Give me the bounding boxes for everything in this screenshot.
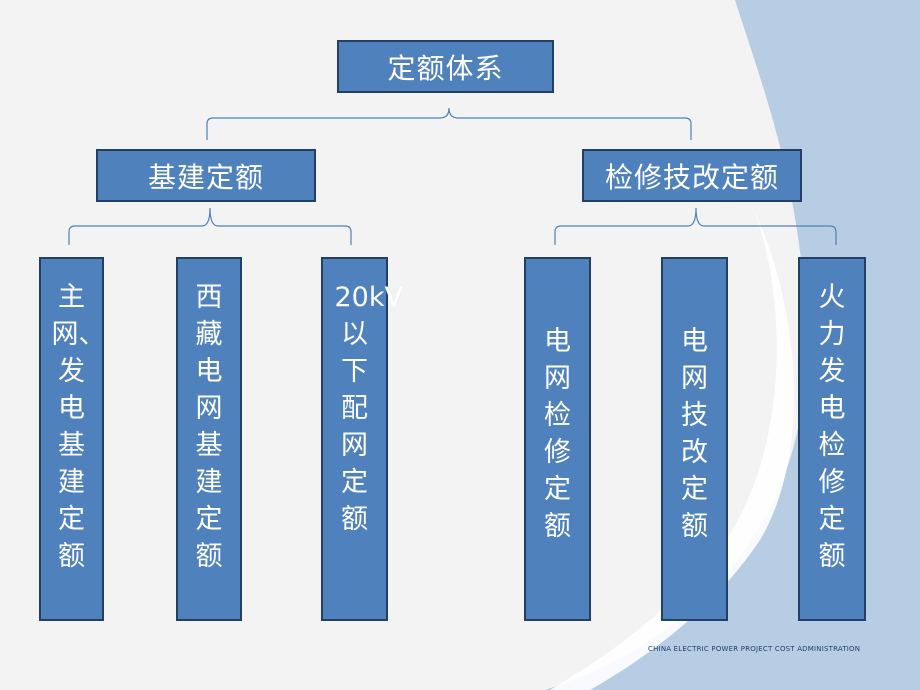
branch-node-construction: 基建定额 [96, 149, 316, 202]
branch-node-maintenance: 检修技改定额 [582, 149, 802, 202]
root-node: 定额体系 [337, 40, 554, 93]
leaf-node: 20kV以下配网定额 [321, 257, 403, 621]
branch-node-label: 基建定额 [147, 160, 264, 194]
root-node-label: 定额体系 [387, 51, 504, 85]
leaf-node-label: 电网技改定额 [681, 326, 708, 542]
leaf-node: 电网技改定额 [661, 257, 728, 621]
leaf-node: 主网、发电基建定额 [39, 257, 106, 621]
leaf-node: 西藏电网基建定额 [176, 257, 242, 621]
root-brace [206, 107, 692, 140]
leaf-node-label: 主网、发电基建定额 [51, 282, 106, 572]
right-brace [554, 207, 837, 245]
leaf-node-label: 火力发电检修定额 [818, 282, 846, 572]
footer-organization: CHINA ELECTRIC POWER PROJECT COST ADMINI… [648, 645, 861, 653]
leaf-node-label: 西藏电网基建定额 [195, 282, 223, 572]
leaf-node: 火力发电检修定额 [798, 257, 866, 621]
leaf-node-label: 20kV以下配网定额 [334, 282, 403, 535]
leaf-node: 电网检修定额 [524, 257, 591, 621]
branch-node-label: 检修技改定额 [604, 160, 779, 194]
leaf-node-label: 电网检修定额 [544, 326, 571, 542]
left-brace [68, 207, 352, 245]
